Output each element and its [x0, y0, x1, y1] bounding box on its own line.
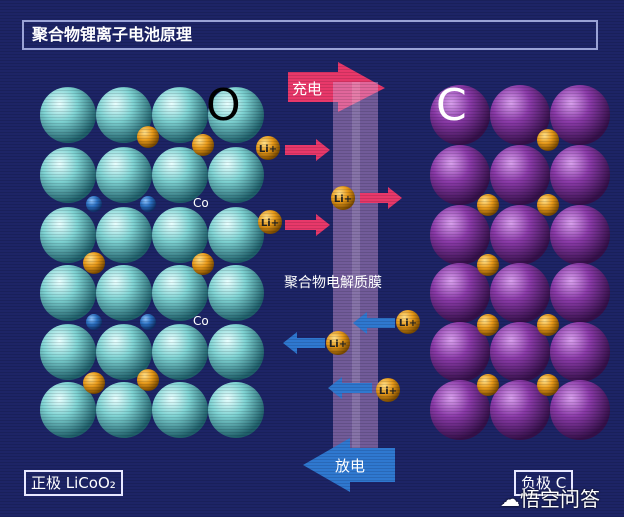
negative-electrode-label: 负极 C	[514, 470, 574, 496]
discharge-label: 放电	[335, 457, 366, 475]
membrane-label: 聚合物电解质膜	[284, 275, 382, 291]
anode-symbol: C	[436, 80, 467, 131]
cobalt-label: Co	[193, 314, 209, 328]
charge-label: 充电	[292, 80, 323, 98]
cathode-symbol: O	[206, 80, 241, 131]
page-title: 聚合物锂离子电池原理	[22, 20, 598, 50]
positive-electrode-label: 正极 LiCoO₂	[24, 470, 123, 496]
cobalt-label: Co	[193, 196, 209, 210]
watermark: ☁悟空问答	[500, 487, 600, 511]
wukong-logo-icon: ☁	[500, 487, 520, 511]
